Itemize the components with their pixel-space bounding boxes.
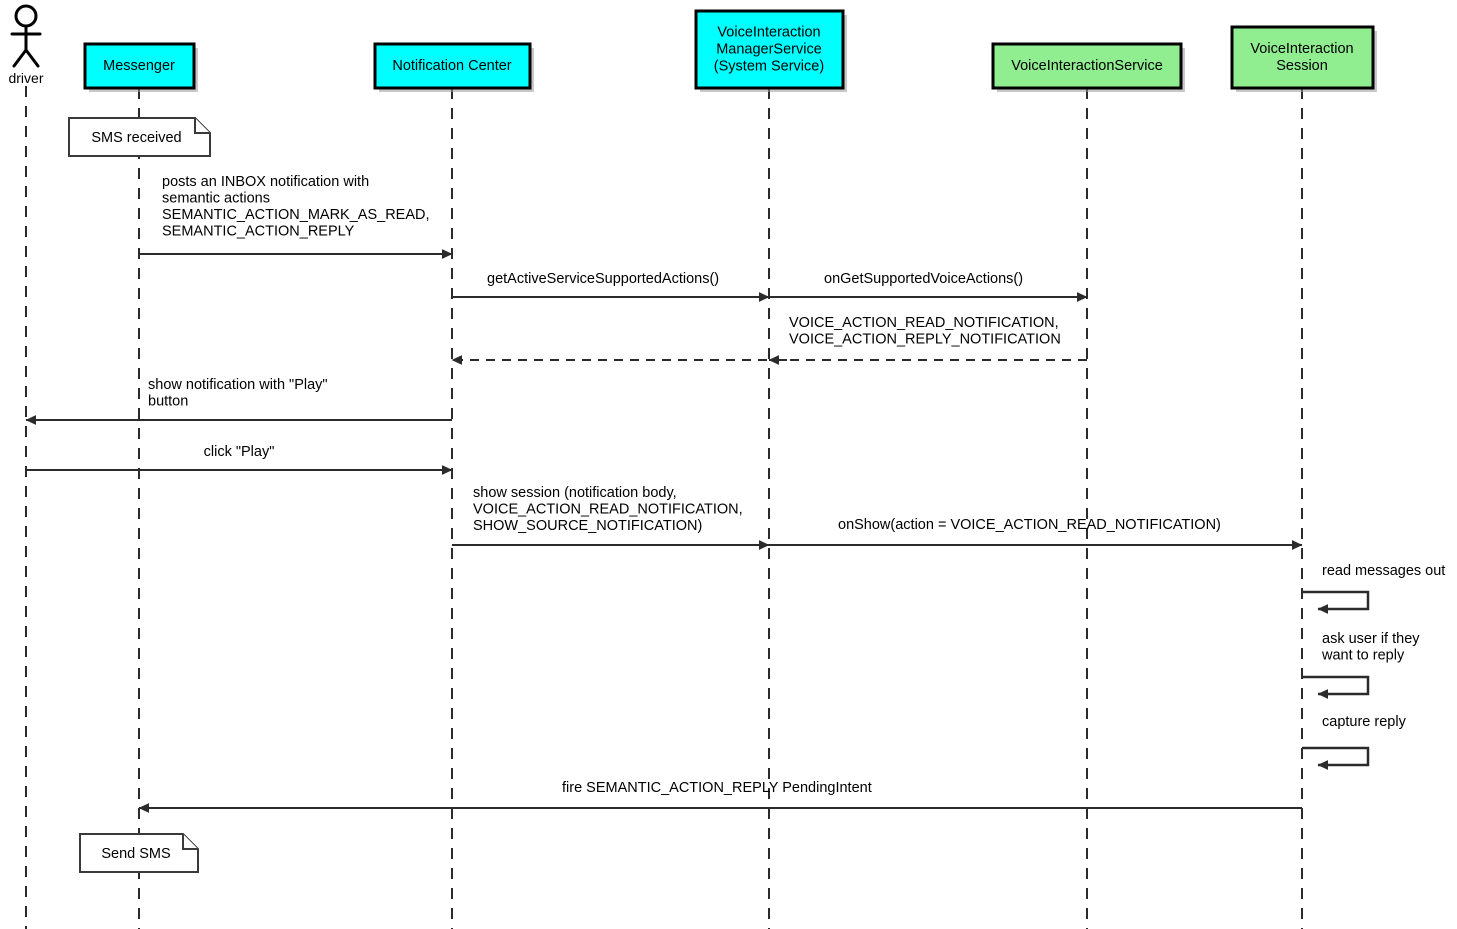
participant-box[interactable]: [1230, 25, 1375, 90]
msg-show-session: show session (notification body,VOICE_AC…: [452, 485, 770, 550]
note-body: [68, 117, 211, 157]
msg-on-show: onShow(action = VOICE_ACTION_READ_NOTIFI…: [769, 517, 1303, 550]
self-message-arrow: [1302, 746, 1370, 770]
msg-return-voice-actions-label: VOICE_ACTION_READ_NOTIFICATION,VOICE_ACT…: [789, 315, 1061, 348]
note-send-sms-label: Send SMS: [101, 846, 170, 862]
msg-show-session-label: show session (notification body,VOICE_AC…: [473, 485, 743, 534]
msg-show-notification-play-button-label: show notification with "Play"button: [148, 377, 328, 410]
participant-boxes-layer: Messenger Notification Center VoiceInterac…: [83, 9, 1377, 92]
selfmsg-read-messages-out: read messages out: [1302, 563, 1445, 614]
participant-label-notification-center: Notification Center: [392, 58, 511, 74]
note-body: [79, 833, 199, 873]
actor-leg-left-icon: [12, 48, 28, 68]
selfmsg-capture-reply-label: capture reply: [1322, 714, 1407, 730]
participant-label-messenger: Messenger: [103, 58, 175, 74]
selfmsg-capture-reply: capture reply: [1302, 714, 1407, 770]
actor-label-driver: driver: [8, 70, 43, 86]
participant-notification-center[interactable]: Notification Center: [373, 42, 534, 92]
msg-on-show-label: onShow(action = VOICE_ACTION_READ_NOTIFI…: [838, 517, 1221, 533]
note-sms-received-label: SMS received: [91, 130, 181, 146]
participant-box[interactable]: [83, 42, 196, 90]
msg-click-play-label: click "Play": [204, 444, 275, 460]
msg-on-get-supported-voice-actions: onGetSupportedVoiceActions(): [769, 271, 1088, 302]
msg-click-play: click "Play": [26, 444, 453, 475]
participant-label-voiceinteraction-service: VoiceInteractionService: [1011, 58, 1163, 74]
lifelines-layer: [25, 86, 1303, 929]
participant-box[interactable]: [694, 9, 845, 90]
msg-fire-semantic-action-reply-pendingintent: fire SEMANTIC_ACTION_REPLY PendingIntent: [138, 780, 1302, 813]
note-fold-corner-icon: [182, 834, 198, 850]
note-sms-received: SMS received: [68, 117, 211, 157]
msg-on-get-supported-voice-actions-label: onGetSupportedVoiceActions(): [824, 271, 1023, 287]
msg-fire-semantic-action-reply-pendingintent-label: fire SEMANTIC_ACTION_REPLY PendingIntent: [562, 780, 872, 796]
participant-messenger[interactable]: Messenger: [83, 42, 198, 92]
msg-get-active-service-supported-actions: getActiveServiceSupportedActions(): [452, 271, 770, 302]
msg-show-notification-play-button: show notification with "Play"button: [25, 377, 452, 425]
self-message-arrow: [1302, 675, 1370, 699]
actor-head-icon: [14, 4, 38, 28]
participant-box[interactable]: [373, 42, 532, 90]
note-fold-corner-icon: [194, 118, 210, 134]
actors-layer: driver: [8, 4, 44, 86]
msg-return-voice-actions: VOICE_ACTION_READ_NOTIFICATION,VOICE_ACT…: [451, 315, 1087, 365]
actor-leg-right-icon: [24, 48, 40, 68]
msg-get-active-service-supported-actions-label: getActiveServiceSupportedActions(): [487, 271, 719, 287]
note-send-sms: Send SMS: [79, 833, 199, 873]
self-message-arrow: [1302, 590, 1370, 614]
selfmsg-read-messages-out-label: read messages out: [1322, 563, 1445, 579]
participant-voiceinteraction-service[interactable]: VoiceInteractionService: [991, 42, 1185, 92]
participant-box[interactable]: [991, 42, 1183, 90]
actor-driver: driver: [8, 4, 44, 86]
